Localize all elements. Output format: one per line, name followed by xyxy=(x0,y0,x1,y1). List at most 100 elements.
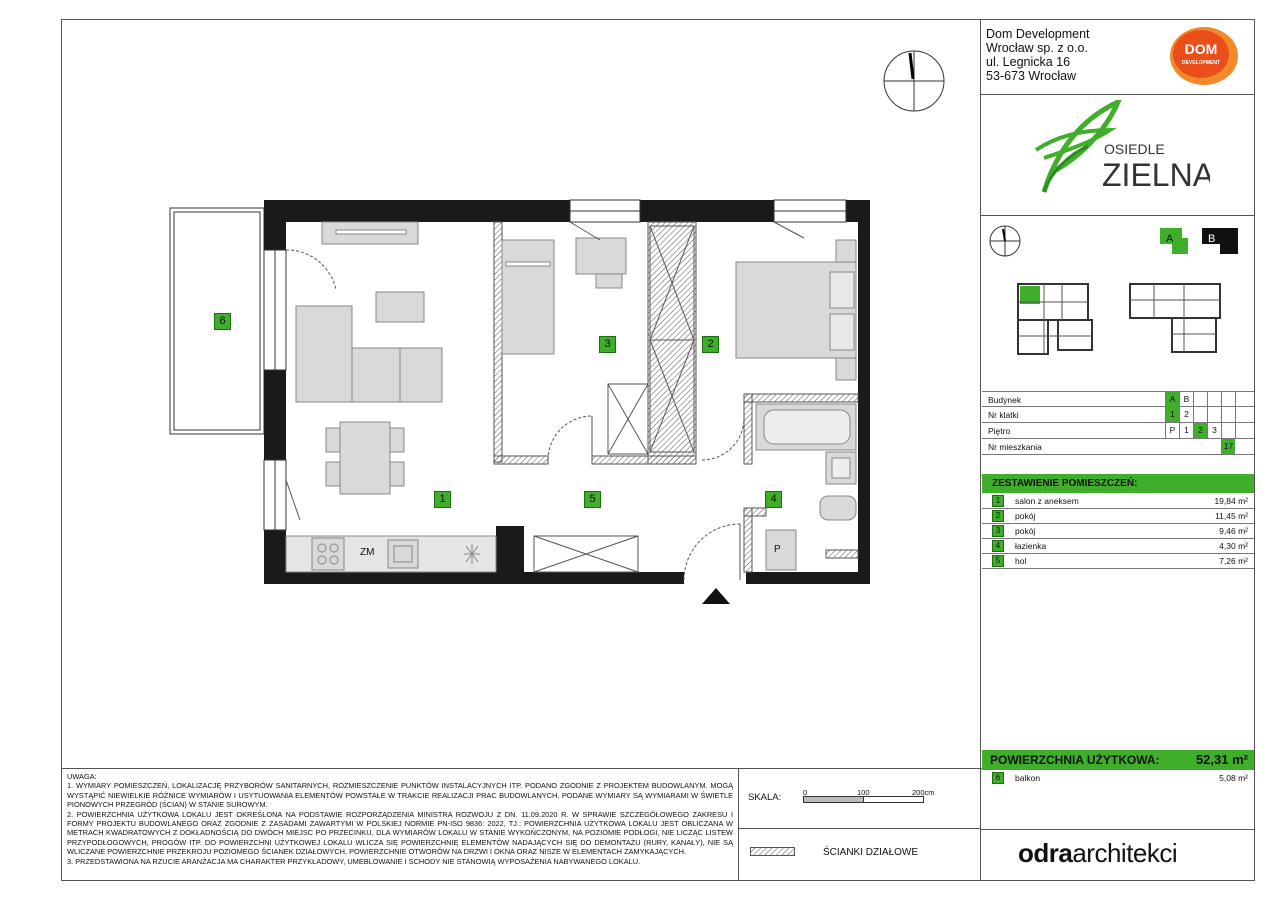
room-row: 5 hol 7,26 m² xyxy=(982,554,1254,569)
osiedle-zielna-logo: OSIEDLE ZIELNA xyxy=(1034,100,1210,193)
logo-line2: ZIELNA xyxy=(1102,157,1210,193)
cell-stairwell-2: 2 xyxy=(1179,407,1193,422)
plan-label-room-1: 1 xyxy=(434,491,451,508)
key-plan-b: B xyxy=(1208,233,1215,245)
row-floor: Piętro P 1 2 3 xyxy=(982,423,1254,439)
label-floor: Piętro xyxy=(988,426,1011,436)
cell-floor-2: 2 xyxy=(1193,423,1207,438)
room-name: salon z aneksem xyxy=(1015,496,1079,506)
dom-development-logo: DOM DEVELOPMENT xyxy=(1170,27,1238,85)
balcony-name: balkon xyxy=(1015,773,1041,783)
row-apartment: Nr mieszkania 17 xyxy=(982,439,1254,455)
cell-empty xyxy=(1221,407,1235,422)
cell-empty xyxy=(1235,392,1249,407)
kitchen-counter xyxy=(285,535,497,573)
logo-line1: OSIEDLE xyxy=(1104,141,1165,157)
cell-empty xyxy=(1221,392,1235,407)
company-name: Dom Development xyxy=(986,27,1090,41)
cell-empty xyxy=(1235,407,1249,422)
company-city: 53-673 Wrocław xyxy=(986,69,1077,83)
sidebar-divider xyxy=(980,19,981,881)
scale-tick-200: 200cm xyxy=(912,788,935,797)
compass-small-icon xyxy=(989,225,1021,257)
sidebar-sep-3 xyxy=(980,829,1255,830)
scale-tick-0: 0 xyxy=(803,788,808,797)
cell-floor-p: P xyxy=(1165,423,1179,438)
plan-label-room-2: 2 xyxy=(702,336,719,353)
company-line2: Wrocław sp. z o.o. xyxy=(986,41,1088,55)
room-num: 3 xyxy=(992,525,1004,537)
room2-furniture xyxy=(735,239,857,381)
footer-divider xyxy=(61,768,1255,769)
key-plan-floor-a xyxy=(1017,283,1093,355)
room-num: 2 xyxy=(992,510,1004,522)
wardrobes xyxy=(533,225,695,573)
sidebar-sep-1 xyxy=(980,94,1255,95)
balcony-num: 6 xyxy=(992,772,1004,784)
dom-logo-text: DOM xyxy=(1185,41,1218,57)
cell-empty xyxy=(1193,407,1207,422)
notes-title: UWAGA: xyxy=(67,772,97,781)
windows xyxy=(263,199,847,531)
rooms-header: ZESTAWIENIE POMIESZCZEŃ: xyxy=(982,474,1254,493)
door-swings xyxy=(285,249,745,581)
architect-logo-rest: architekci xyxy=(1072,838,1178,868)
room3-furniture xyxy=(501,237,627,355)
plan-label-room-6: 6 xyxy=(214,313,231,330)
note-item: 3. PRZEDSTAWIONA NA RZUCIE ARANŻACJA MA … xyxy=(67,856,641,866)
usable-area-bar: POWIERZCHNIA UŻYTKOWA: 52,31 m² xyxy=(982,750,1254,770)
footer-divider-h xyxy=(738,828,980,829)
architect-logo: odraarchitekci xyxy=(1018,838,1178,869)
entrance-marker xyxy=(702,588,730,604)
cell-empty xyxy=(1207,407,1221,422)
note-item: 1. WYMIARY POMIESZCZEŃ, LOKALIZACJĘ PRZY… xyxy=(67,781,733,810)
room-area: 7,26 m² xyxy=(1219,556,1248,566)
key-plan-floor-b xyxy=(1129,283,1221,353)
company-info: Dom Development Wrocław sp. z o.o. ul. L… xyxy=(986,27,1090,83)
room-area: 19,84 m² xyxy=(1214,496,1248,506)
room-name: pokój xyxy=(1015,511,1036,521)
usable-area-label: POWIERZCHNIA UŻYTKOWA: xyxy=(990,753,1160,767)
label-building: Budynek xyxy=(988,395,1022,405)
exterior-walls xyxy=(264,200,870,584)
scale-bar xyxy=(803,796,924,803)
row-building: Budynek A B xyxy=(982,391,1254,407)
scale-tick-100: 100 xyxy=(857,788,870,797)
company-address: ul. Legnicka 16 xyxy=(986,55,1071,69)
plan-label-washer: P xyxy=(774,544,781,555)
room-row: 3 pokój 9,46 m² xyxy=(982,524,1254,539)
partition-legend-label: ŚCIANKI DZIAŁOWE xyxy=(823,847,919,858)
key-plan-a: A xyxy=(1166,233,1174,245)
balcony-row: 6 balkon 5,08 m² xyxy=(982,771,1254,786)
cell-building-a: A xyxy=(1165,392,1179,407)
plan-label-fridge: ZM xyxy=(360,547,375,558)
room-area: 11,45 m² xyxy=(1215,511,1248,521)
cell-empty xyxy=(1193,392,1207,407)
cell-floor-3: 3 xyxy=(1207,423,1221,438)
compass-icon xyxy=(883,50,945,112)
cell-empty xyxy=(1221,423,1235,438)
room-row: 4 łazienka 4,30 m² xyxy=(982,539,1254,554)
plan-label-room-4: 4 xyxy=(765,491,782,508)
cell-empty xyxy=(1207,392,1221,407)
living-furniture xyxy=(295,221,443,495)
note-item: 2. POWIERZCHNIA UŻYTKOWA LOKALU JEST OKR… xyxy=(67,809,733,857)
room-name: pokój xyxy=(1015,526,1036,536)
room-area: 9,46 m² xyxy=(1219,526,1248,536)
notes: UWAGA: 1. WYMIARY POMIESZCZEŃ, LOKALIZAC… xyxy=(67,772,733,866)
cell-empty xyxy=(1235,423,1249,438)
sheet-frame xyxy=(61,19,1255,881)
label-stairwell: Nr klatki xyxy=(988,410,1019,420)
partition-walls xyxy=(493,221,859,573)
partition-legend-swatch xyxy=(750,847,795,856)
bathroom-fixtures xyxy=(755,403,857,571)
room-name: łazienka xyxy=(1015,541,1047,551)
door-leaves xyxy=(285,221,805,580)
footer-divider-v xyxy=(738,768,739,881)
plan-label-room-5: 5 xyxy=(584,491,601,508)
architect-logo-bold: odra xyxy=(1018,838,1073,868)
label-apartment: Nr mieszkania xyxy=(988,442,1042,452)
room-num: 4 xyxy=(992,540,1004,552)
dom-logo-subtext: DEVELOPMENT xyxy=(1182,60,1220,66)
cell-floor-1: 1 xyxy=(1179,423,1193,438)
